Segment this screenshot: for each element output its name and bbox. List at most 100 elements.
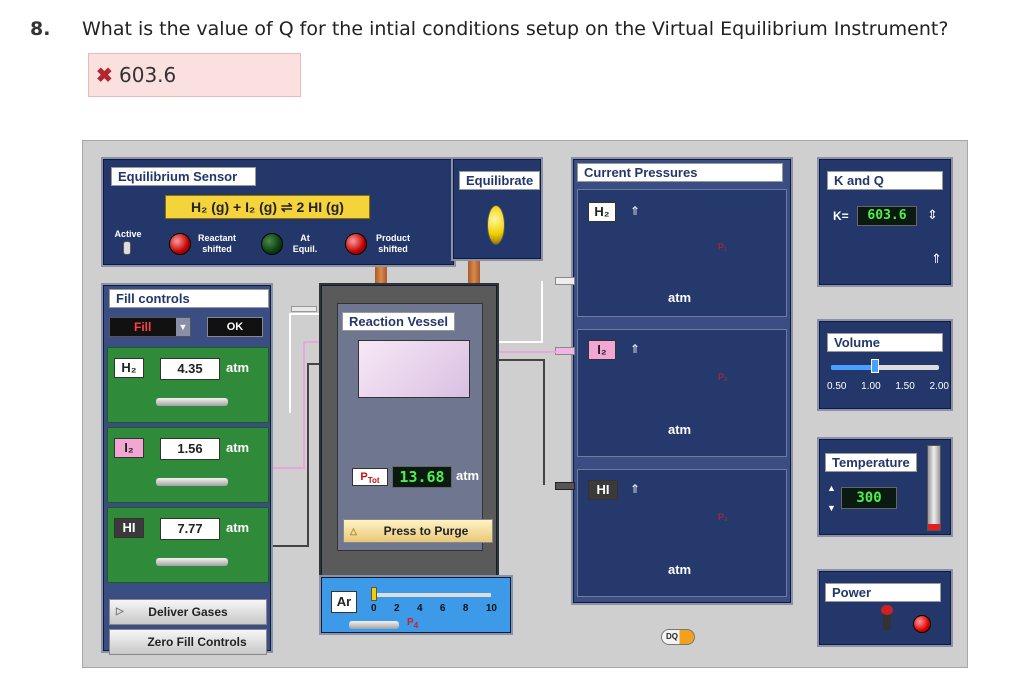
hi-fill-label: HI [114,518,144,538]
argon-tick: 4 [416,603,423,614]
argon-label: Ar [331,591,357,613]
at-equilibrium-label: At Equil. [292,233,318,254]
active-switch[interactable] [123,241,131,255]
dq-button[interactable]: DQ [661,629,695,645]
temperature-up-icon[interactable]: ▲ [827,483,836,493]
press-to-purge-button[interactable]: △ Press to Purge [343,519,493,543]
argon-tick: 8 [462,603,469,614]
temperature-display[interactable]: 300 [841,487,897,509]
hi-fill-unit: atm [226,520,250,535]
h2-fill-row: H₂ 4.35 atm [107,347,269,423]
i2-unit: atm [668,422,692,437]
reactant-shifted-lamp [169,233,191,255]
hi-fill-row: HI 7.77 atm [107,507,269,583]
i2-fill-input[interactable]: 1.56 [160,438,220,460]
incorrect-x-icon: ✖ [96,65,113,87]
h2-fill-label: H₂ [114,358,144,378]
i2-fill-label: I₂ [114,438,144,458]
k-value-display: 603.6 [857,206,917,226]
purge-label: Press to Purge [383,524,469,538]
i2-syringe[interactable] [156,478,228,486]
equilibrate-panel: Equilibrate [451,157,543,261]
zero-fill-controls-button[interactable]: Zero Fill Controls [109,629,267,655]
active-label: Active [114,229,142,239]
hi-pin-icon: ⇑ [630,482,641,496]
h2-gauge-inlet [555,277,575,285]
fill-ok-button[interactable]: OK [207,317,263,337]
vessel-body: Reaction Vessel PTot 13.68 atm [337,303,483,551]
h2-pin-icon: ⇑ [630,204,641,218]
volume-tick: 1.00 [861,381,881,392]
power-switch[interactable] [881,605,893,631]
h2-fill-input[interactable]: 4.35 [160,358,220,380]
i2-p-mark: P₂ [718,372,728,382]
equilibrium-sensor-panel: Equilibrium Sensor H₂ (g) + I₂ (g) ⇌ 2 H… [101,157,456,267]
volume-ticks: 0.50 1.00 1.50 2.00 [827,381,949,392]
power-lamp [913,615,931,633]
hi-p-mark: P₃ [718,512,728,522]
volume-slider-fill [831,365,873,370]
equilibrate-button[interactable] [487,205,505,245]
virtual-equilibrium-instrument: Equilibrium Sensor H₂ (g) + I₂ (g) ⇌ 2 H… [82,140,968,668]
question-number: 8. [30,18,51,40]
fill-controls-panel: Fill controls Fill ▼ OK H₂ 4.35 atm I₂ 1… [101,283,273,655]
argon-ticks: 0 2 4 6 8 10 [371,603,497,614]
temperature-down-icon[interactable]: ▼ [827,503,836,513]
product-shifted-label: Product shifted [375,233,410,254]
argon-slider-track[interactable] [375,593,491,597]
volume-tick: 2.00 [929,381,949,392]
sensor-title: Equilibrium Sensor [111,167,256,186]
h2-p-mark: P₁ [718,242,728,252]
equilibrate-title: Equilibrate [459,171,541,190]
hi-syringe[interactable] [156,558,228,566]
h2-unit: atm [668,290,692,305]
argon-slider-thumb[interactable] [371,587,377,601]
reactant-shifted-label: Reactant shifted [197,233,236,254]
argon-tick: 0 [371,603,377,614]
kq-toggle-icon[interactable]: ⇕ [927,207,938,222]
temperature-title: Temperature [825,453,917,472]
purge-arrow-icon: △ [350,526,357,536]
hi-fill-input[interactable]: 7.77 [160,518,220,540]
chevron-down-icon: ▼ [176,318,190,336]
hi-gauge-inlet [555,482,575,490]
play-icon: ▷ [116,606,124,617]
volume-slider-track[interactable] [831,365,939,370]
deliver-gases-button[interactable]: ▷ Deliver Gases [109,599,267,625]
ptot-unit: atm [456,468,480,483]
reaction-equation: H₂ (g) + I₂ (g) ⇌ 2 HI (g) [165,195,370,219]
hi-gauge: HI ⇑ P₃ atm [577,469,787,597]
h2-syringe[interactable] [156,398,228,406]
hi-gauge-label: HI [588,480,618,500]
i2-gauge-label: I₂ [588,340,616,360]
current-pressures-panel: Current Pressures H₂ ⇑ P₁ atm I₂ ⇑ P₂ at… [571,157,793,605]
fill-controls-title: Fill controls [109,289,269,308]
answer-box: ✖ 603.6 [88,53,301,97]
argon-syringe[interactable] [349,621,399,629]
p4-mark: P4 [407,617,419,630]
fill-mode-select[interactable]: Fill ▼ [109,317,191,337]
volume-tick: 0.50 [827,381,847,392]
volume-tick: 1.50 [895,381,915,392]
argon-panel: Ar 0 2 4 6 8 10 P4 [319,575,513,635]
i2-fill-unit: atm [226,440,250,455]
k-and-q-panel: K and Q K= 603.6 ⇕ ⇑ [817,157,953,287]
k-label: K= [833,209,849,223]
h2-fill-unit: atm [226,360,250,375]
h2-pipe [291,306,317,312]
kq-title: K and Q [827,171,943,190]
i2-gauge: I₂ ⇑ P₂ atm [577,329,787,457]
volume-slider-thumb[interactable] [871,359,879,373]
vessel-window [358,340,470,398]
ptot-label: PTot [352,468,388,486]
power-panel: Power [817,569,953,647]
ptot-display: 13.68 [392,466,452,488]
power-title: Power [825,583,941,602]
i2-pin-icon: ⇑ [630,342,641,356]
argon-tick: 6 [439,603,446,614]
h2-gauge-label: H₂ [588,202,616,222]
at-equilibrium-lamp [261,233,283,255]
product-shifted-lamp [345,233,367,255]
deliver-gases-label: Deliver Gases [148,605,228,619]
volume-panel: Volume 0.50 1.00 1.50 2.00 [817,319,953,411]
